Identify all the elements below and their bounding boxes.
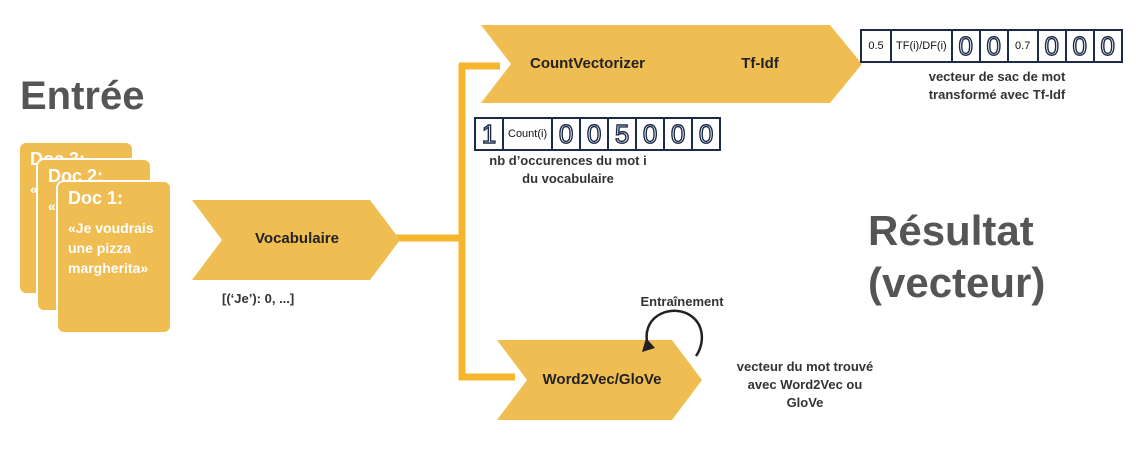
count-caption: nb d’occurences du mot i du vocabulaire — [478, 152, 658, 188]
vector-cell: TF(i)/DF(i) — [890, 31, 951, 61]
word2vec-caption: vecteur du mot trouvé avec Word2Vec ou G… — [715, 358, 895, 412]
result-title-line2: (vecteur) — [868, 259, 1046, 306]
tfidf-caption-line1: vecteur de sac de mot — [928, 69, 1066, 84]
countvectorizer-chevron — [481, 25, 690, 103]
training-loop-arrow — [645, 309, 703, 357]
tfidf-vector: 0.5 TF(i)/DF(i) 0 0 0.7 0 0 0 — [860, 29, 1123, 63]
document-text: «Je voudrais une pizza margherita» — [68, 220, 154, 276]
training-arrow-head — [642, 338, 655, 352]
vector-cell: 0 — [950, 30, 979, 61]
vector-cell: 0.5 — [868, 40, 884, 52]
tfidf-chevron — [655, 25, 862, 103]
vocabulaire-chevron — [192, 200, 400, 280]
word2vec-caption-line3: GloVe — [786, 395, 824, 410]
connector-lines — [395, 62, 515, 381]
vector-cell: 0 — [579, 118, 607, 149]
vector-cell: Count(i) — [502, 119, 551, 149]
training-caption: Entraînement — [640, 294, 724, 309]
vector-cell: 0 — [1064, 30, 1093, 61]
vector-cell: 0 — [1092, 30, 1121, 61]
vector-cell: 0 — [978, 30, 1007, 61]
count-caption-line2: du vocabulaire — [522, 171, 614, 186]
vocabulary-caption: [(‘Je’): 0, ...] — [222, 291, 295, 306]
document-card-1: Doc 1: «Je voudrais une pizza margherita… — [58, 182, 170, 332]
document-text: « — [48, 198, 56, 214]
word2vec-caption-line1: vecteur du mot trouvé — [736, 359, 874, 374]
document-title: Doc 2: — [48, 166, 104, 186]
document-text: « — [30, 181, 38, 197]
tfidf-label: Tf-Idf — [741, 55, 779, 72]
word2vec-caption-line2: avec Word2Vec ou — [747, 377, 863, 392]
countvectorizer-label: CountVectorizer — [529, 55, 646, 72]
count-caption-line1: nb d’occurences du mot i — [489, 153, 647, 168]
result-title: Résultat (vecteur) — [868, 205, 1045, 309]
tfidf-caption: vecteur de sac de mot transformé avec Tf… — [902, 68, 1092, 104]
vector-cell: 5 — [607, 118, 635, 149]
vector-cell: 0 — [1036, 30, 1065, 61]
vector-cell: 0 — [663, 118, 691, 149]
vector-cell: 0 — [635, 118, 663, 149]
result-title-line1: Résultat — [868, 207, 1034, 254]
vocabulaire-label: Vocabulaire — [255, 230, 339, 247]
vector-cell: 0 — [551, 118, 579, 149]
word2vec-label: Word2Vec/GloVe — [542, 371, 662, 388]
vector-cell: 0 — [691, 118, 719, 149]
count-vector: 1 Count(i) 0 0 5 0 0 0 — [474, 117, 722, 151]
tfidf-caption-line2: transformé avec Tf-Idf — [928, 87, 1066, 102]
vector-cell: 0.7 — [1006, 31, 1037, 61]
document-title: Doc 1: — [68, 188, 124, 208]
input-title: Entrée — [20, 74, 145, 118]
vector-cell: 1 — [481, 118, 497, 149]
word2vec-chevron — [497, 340, 702, 420]
